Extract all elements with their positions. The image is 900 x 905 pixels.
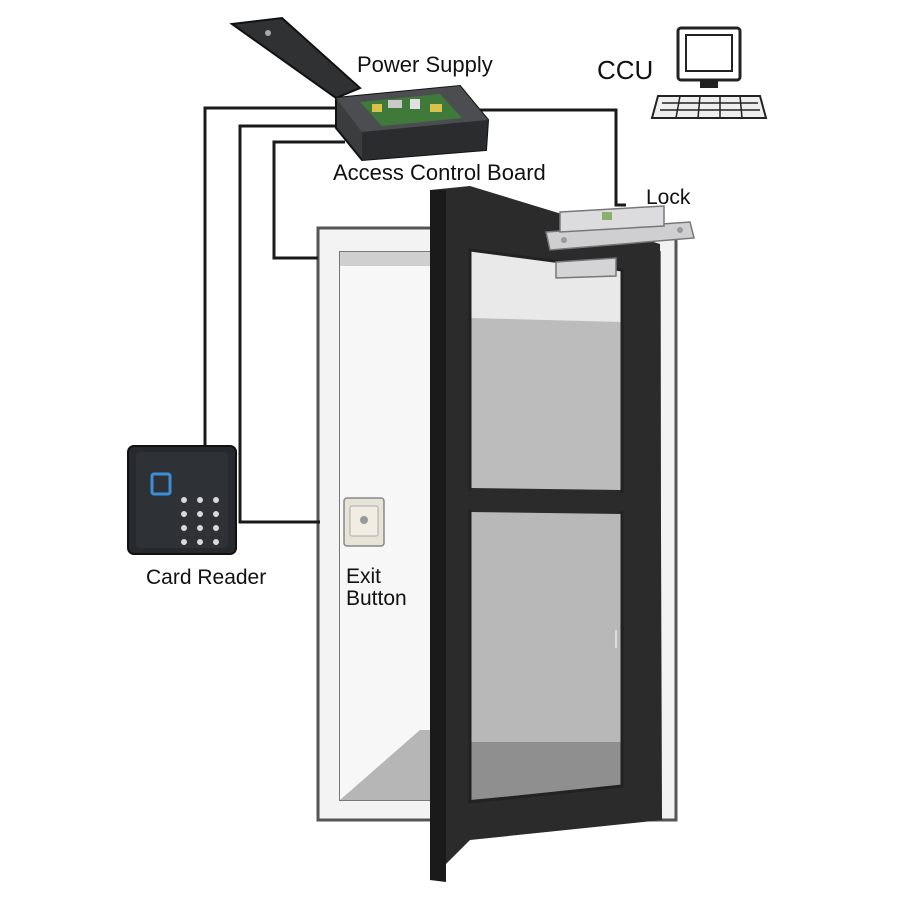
exit-button-label-line2: Button bbox=[346, 587, 407, 611]
ccu-label: CCU bbox=[597, 55, 654, 85]
lock-label: Lock bbox=[646, 186, 691, 209]
wire-lock bbox=[480, 108, 626, 207]
wire-exit-button bbox=[238, 124, 336, 524]
wiring bbox=[203, 106, 626, 524]
exit-button-plate-icon bbox=[343, 497, 385, 547]
reader-led-icon bbox=[150, 472, 172, 496]
exit-button-label: Exit Button bbox=[346, 565, 407, 611]
open-door-icon bbox=[430, 186, 662, 882]
computer-terminal-icon bbox=[650, 26, 768, 119]
circuit-board-icon bbox=[360, 94, 462, 126]
wire-frame bbox=[272, 140, 345, 260]
magnetic-lock-icon bbox=[545, 205, 695, 279]
exit-button-label-line1: Exit bbox=[346, 565, 382, 588]
power-supply-box-icon bbox=[229, 16, 490, 162]
wire-reader-1 bbox=[203, 106, 340, 445]
access-control-board-label: Access Control Board bbox=[333, 160, 546, 185]
power-supply-label: Power Supply bbox=[357, 52, 493, 77]
keypad-card-reader-icon bbox=[127, 445, 237, 555]
card-reader-label: Card Reader bbox=[146, 566, 267, 589]
